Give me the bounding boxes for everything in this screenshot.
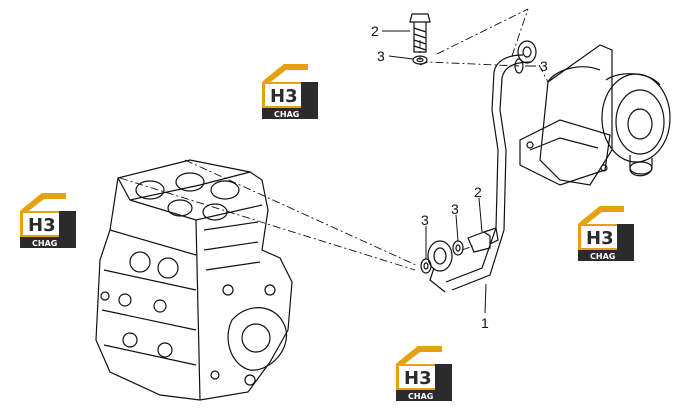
banjo-bolt-lower	[467, 227, 499, 253]
watermark-logo-left: H3 CHAG	[20, 193, 76, 248]
callout-3-mid-b: 3	[451, 201, 459, 217]
oil-pipe	[427, 40, 537, 293]
callout-2-top: 2	[371, 23, 379, 39]
svg-text:H3: H3	[270, 86, 298, 107]
callout-1: 1	[481, 315, 489, 331]
engine-block	[95, 159, 293, 401]
callout-labels: 2 3 3 3 3 2 1	[371, 23, 548, 331]
svg-text:CHAG: CHAG	[408, 392, 433, 401]
callout-3-right: 3	[540, 58, 548, 74]
callout-3-mid-a: 3	[421, 212, 429, 228]
callout-3-top: 3	[377, 48, 385, 64]
svg-text:H3: H3	[404, 368, 432, 389]
callout-leaders	[382, 30, 536, 314]
watermark-logo-bottom: H3 CHAG	[396, 346, 452, 401]
sealing-washers	[412, 55, 524, 274]
callout-2-mid: 2	[474, 184, 482, 200]
svg-text:H3: H3	[28, 215, 56, 236]
svg-text:CHAG: CHAG	[590, 252, 615, 261]
watermark-logo-right: H3 CHAG	[578, 206, 634, 261]
svg-text:CHAG: CHAG	[274, 110, 299, 119]
svg-text:CHAG: CHAG	[32, 239, 57, 248]
watermark-logo-top: H3 CHAG	[262, 64, 318, 119]
svg-text:H3: H3	[586, 228, 614, 249]
turbocharger	[519, 44, 671, 186]
assembly-guide-lines	[119, 8, 549, 271]
